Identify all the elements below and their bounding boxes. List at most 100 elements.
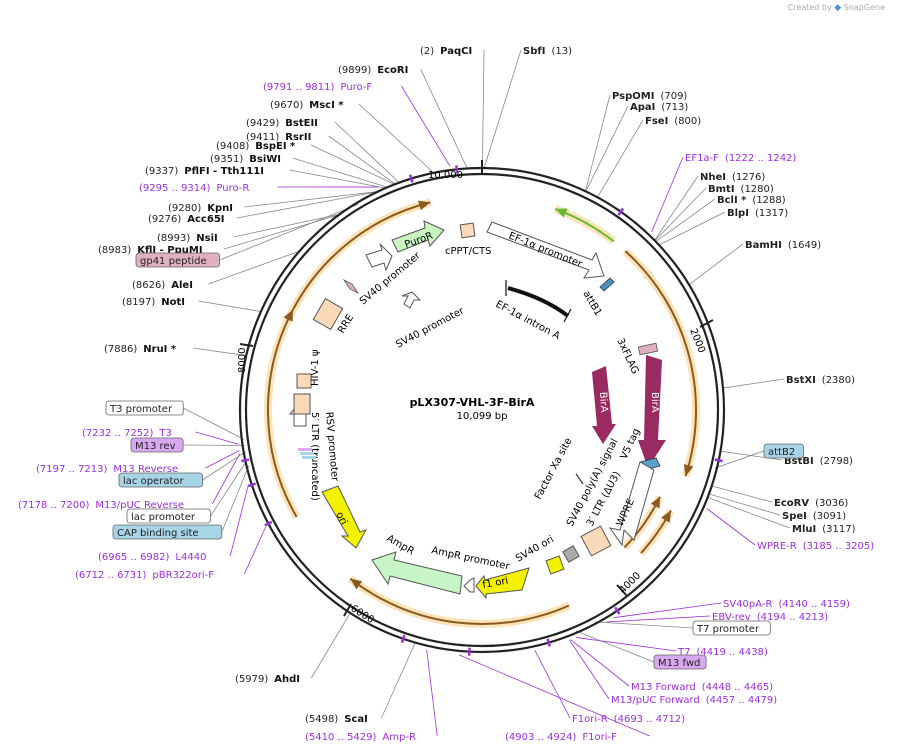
f1-ori-arrow <box>475 567 530 600</box>
primer-label-wpre-r: WPRE-R(3185 .. 3205) <box>757 541 874 552</box>
site-label-mlui: MluI(3117) <box>792 524 856 535</box>
3xflag-box <box>637 342 659 356</box>
site-label-pspomi: PspOMI(709) <box>612 91 687 102</box>
5ltr-box <box>293 393 311 415</box>
site-label-nhei: NheI(1276) <box>700 172 765 183</box>
plasmid-name: pLX307-VHL-3F-BirA <box>410 396 535 409</box>
primer-label-m13-puc-reverse: (7178 .. 7200)M13/pUC Reverse <box>18 500 184 511</box>
factor-xa-label: Factor Xa site <box>533 436 575 501</box>
attb1-label: attB1 <box>580 289 603 318</box>
site-label-paqci: (2)PaqCI <box>420 46 472 57</box>
3xflag-label: 3xFLAG <box>614 337 640 376</box>
leader-line <box>195 431 239 445</box>
primer-label-puro-r: (9295 .. 9314)Puro-R <box>139 183 249 194</box>
ef1a-promoter-label: EF-1α promoter <box>507 231 584 271</box>
leader-line <box>310 144 395 185</box>
rre-label: RRE <box>336 313 356 336</box>
feature-box-label: CAP binding site <box>117 528 199 539</box>
leader-line <box>658 211 726 246</box>
ring-primer-mark <box>714 458 723 463</box>
leader-line <box>426 649 438 737</box>
leader-line <box>183 407 244 440</box>
leader-line <box>654 175 699 241</box>
leader-line <box>707 508 756 546</box>
attb1-marker <box>599 277 615 292</box>
primer-label-amp-r: (5410 .. 5429)Amp-R <box>305 732 416 743</box>
leader-line <box>244 191 378 208</box>
feature-box-label: lac operator <box>123 476 184 487</box>
tick-label-6000: 6000 <box>348 603 375 626</box>
site-label-nsii: (8993)NsiI <box>157 233 218 244</box>
feature-box-label: attB2 <box>768 447 795 458</box>
site-label-spei: SpeI(3091) <box>782 511 846 522</box>
leader-line <box>219 203 359 261</box>
feature-box-label: gp41 peptide <box>140 256 207 267</box>
feature-box-m13-rev <box>130 437 184 453</box>
leader-line <box>575 637 677 652</box>
f1-ori-label: f1 ori <box>482 576 510 591</box>
arc-bira-orf-head <box>683 464 694 477</box>
arc-wpre-orf-1-head <box>661 510 671 523</box>
leader-line <box>585 105 629 192</box>
arc-wpre-orf-2-head <box>650 496 660 509</box>
factor-xa-tick <box>575 473 584 485</box>
leader-line <box>334 121 400 183</box>
3ltr-box <box>580 525 612 557</box>
ampr-arrow <box>371 551 463 595</box>
leader-line <box>606 615 711 623</box>
site-label-ahdi: (5979)AhdI <box>235 674 300 685</box>
v5-tag-label: V5 tag <box>619 427 643 461</box>
site-label-bstbi: BstBI(2798) <box>784 456 853 467</box>
leader-line <box>651 156 684 233</box>
sv40-promoter-inner-label: SV40 promoter <box>394 305 467 351</box>
leader-line <box>654 187 707 241</box>
primer-label-l4440: (6965 .. 6982)L4440 <box>98 552 206 563</box>
snapgene-logo-icon: ◆ <box>834 3 842 13</box>
feature-box-label: lac promoter <box>131 512 196 523</box>
primer-label-puro-f: (9791 .. 9811)Puro-F <box>263 82 372 93</box>
site-label-msci-: (9670)MscI * <box>270 100 344 111</box>
ring-primer-mark <box>264 520 273 527</box>
credit-brand: SnapGene <box>843 3 885 12</box>
site-label-bamhi: BamHI(1649) <box>745 240 821 251</box>
ampr-promoter-arrow <box>463 577 475 593</box>
tick-6000 <box>343 603 352 617</box>
ef1a-promoter-arrow <box>486 221 605 279</box>
tick-8000 <box>239 343 254 347</box>
feature-box-lac-promoter <box>126 508 211 524</box>
tick-2000 <box>699 319 714 328</box>
leader-lines <box>183 49 791 737</box>
leader-line <box>613 602 722 619</box>
arc-left-orf-head <box>283 309 294 322</box>
primer-label-ebv-rev: EBV-rev(4194 .. 4213) <box>712 612 828 623</box>
hiv-psi-label: HIV-1 ψ <box>310 349 321 386</box>
leader-line <box>575 630 655 663</box>
site-label-fsei: FseI(800) <box>645 116 701 127</box>
ampr-promoter-label: AmpR promoter <box>430 545 511 572</box>
bira-arrow-inner <box>592 366 616 444</box>
arc-left-orf <box>267 309 298 518</box>
leader-line <box>311 612 351 679</box>
site-label-bspei-: (9408)BspEI * <box>216 141 296 152</box>
site-label-blpi: BlpI(1317) <box>727 208 788 219</box>
primer-label-ef1a-f: EF1a-F(1222 .. 1242) <box>685 153 796 164</box>
ring-primer-mark <box>614 606 621 615</box>
credit-prefix: Created by <box>787 3 832 12</box>
feature-box-t7-promoter <box>692 620 771 636</box>
leader-line <box>192 347 247 356</box>
ring-primer-mark <box>408 174 414 183</box>
leader-line <box>289 169 386 189</box>
leader-line <box>597 119 644 198</box>
sv40-ori-box <box>545 555 565 575</box>
leader-line <box>223 214 340 250</box>
site-label-acc65i: (9276)Acc65I <box>148 214 225 225</box>
leader-line <box>292 157 388 188</box>
bira-outer-label: BirA <box>649 392 660 413</box>
leader-line <box>202 451 246 481</box>
leader-line <box>211 453 241 505</box>
site-label-noti: (8197)NotI <box>122 297 185 308</box>
rsv-promoter-label: RSV promoter <box>323 411 340 482</box>
inner-features: PuroR SV40 promoter cPPT/CTS EF-1α promo… <box>288 220 666 600</box>
leader-line <box>328 135 396 185</box>
